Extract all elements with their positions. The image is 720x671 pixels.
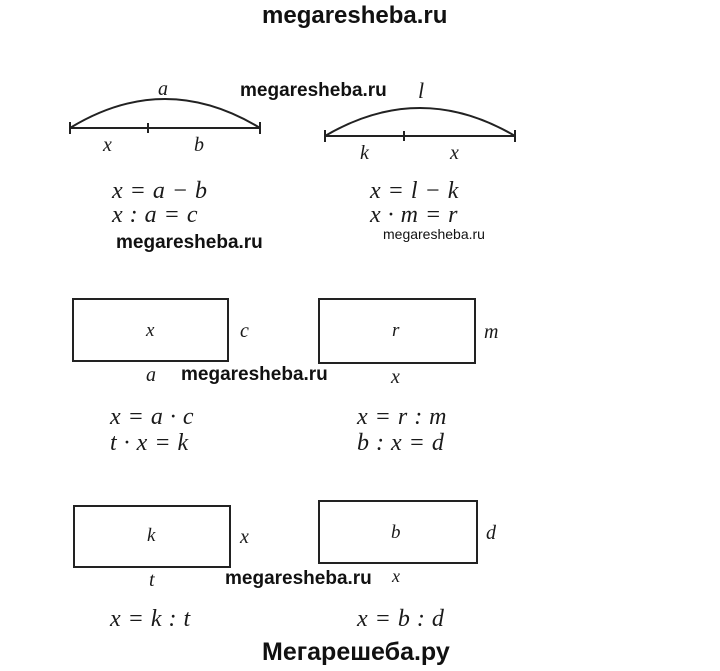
rect-row1-left-equation-2: t · x = k	[110, 430, 189, 456]
watermark-rect1: megaresheba.ru	[181, 364, 328, 385]
arc-left-curve	[69, 98, 261, 129]
arc-left-equation-2: x : a = c	[112, 202, 198, 228]
arc-right-label-left: k	[360, 142, 369, 164]
arc-right-equation-2: x · m = r	[370, 202, 459, 228]
rect-row1-right	[318, 298, 476, 364]
watermark-eq1-small: megaresheba.ru	[383, 226, 485, 242]
rect-row2-left-equation-1: x = k : t	[110, 606, 191, 632]
rect-row1-left	[72, 298, 229, 362]
rect-row1-right-bottom: x	[391, 366, 400, 388]
watermark-eq1: megaresheba.ru	[116, 232, 263, 253]
arc-right-equation-1: x = l − k	[370, 178, 459, 204]
rect-row1-right-equation-2: b : x = d	[357, 430, 445, 456]
rect-row2-left-bottom: t	[149, 569, 155, 591]
rect-row1-left-side: c	[240, 320, 249, 342]
rect-row1-right-equation-1: x = r : m	[357, 404, 448, 430]
rect-row1-left-equation-1: x = a · c	[110, 404, 194, 430]
rect-row1-left-bottom: a	[146, 364, 156, 386]
arc-right-curve	[324, 107, 516, 137]
arc-left-label-top: a	[158, 78, 168, 100]
rect-row2-right-equation-1: x = b : d	[357, 606, 445, 632]
arc-right-label-right: x	[450, 142, 459, 164]
rect-row2-left-inside: k	[147, 525, 156, 546]
rect-row2-left-side: x	[240, 526, 249, 548]
watermark-top: megaresheba.ru	[262, 2, 448, 29]
rect-row1-right-inside: r	[392, 320, 400, 341]
watermark-rect3: megaresheba.ru	[225, 568, 372, 589]
rect-row2-right-inside: b	[391, 522, 401, 543]
rect-row2-right-bottom: x	[392, 566, 400, 586]
rect-row2-right	[318, 500, 478, 564]
rect-row2-right-side: d	[486, 522, 496, 544]
rect-row1-left-inside: x	[146, 320, 155, 341]
rect-row1-right-side: m	[484, 321, 499, 343]
watermark-bottom: Мегарешеба.ру	[262, 638, 450, 666]
arc-left-label-right: b	[194, 134, 204, 156]
arc-left-equation-1: x = a − b	[112, 178, 208, 204]
arc-right-label-top: l	[418, 78, 425, 103]
rect-row2-left	[73, 505, 231, 568]
arc-left-label-left: x	[103, 134, 112, 156]
watermark-arc1: megaresheba.ru	[240, 80, 387, 101]
